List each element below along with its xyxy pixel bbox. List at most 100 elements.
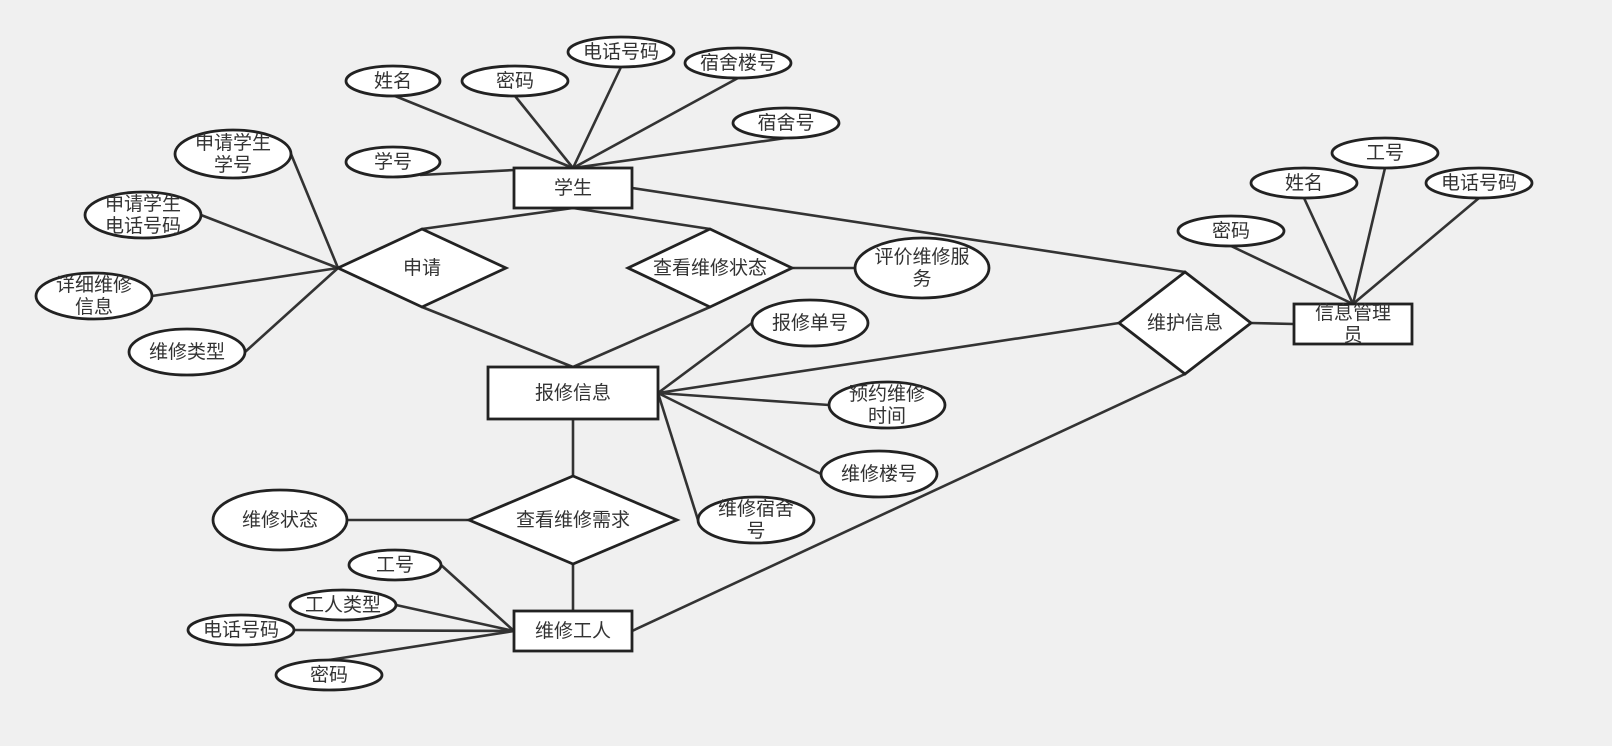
attribute-s-building[interactable]: 宿舍楼号	[683, 46, 793, 80]
connector-line	[572, 305, 711, 369]
relationship-diamond	[1116, 270, 1254, 376]
attribute-r-no[interactable]: 报修单号	[750, 298, 870, 348]
entity-worker[interactable]: 维修工人	[512, 609, 634, 653]
node-label: 查看维修需求	[516, 509, 630, 531]
node-label: 维修状态	[242, 509, 318, 531]
node-label: 评价维修服	[874, 246, 969, 268]
attribute-m-pwd[interactable]: 密码	[1176, 214, 1286, 248]
attribute-a-type[interactable]: 维修类型	[127, 327, 247, 377]
node-label: 学号	[374, 151, 412, 173]
attribute-s-name[interactable]: 姓名	[344, 64, 442, 98]
node-label: 电话号码	[203, 619, 279, 641]
attribute-r-status[interactable]: 维修状态	[211, 488, 349, 552]
attribute-w-pwd[interactable]: 密码	[274, 658, 384, 692]
attribute-w-id[interactable]: 工号	[347, 548, 443, 582]
connector-line	[657, 391, 822, 476]
attribute-ellipse	[683, 46, 793, 80]
connector-line	[1250, 321, 1295, 326]
connector-line	[657, 321, 753, 395]
connector-line	[571, 66, 623, 169]
node-label: 报修信息	[535, 382, 611, 404]
attribute-s-room[interactable]: 宿舍号	[731, 106, 841, 140]
connector-line	[1230, 244, 1354, 306]
node-label: 务	[912, 268, 931, 290]
attribute-s-id[interactable]: 学号	[344, 145, 442, 179]
node-label: 学号	[214, 154, 252, 176]
node-label: 宿舍号	[757, 112, 814, 134]
connector-line	[631, 186, 1186, 274]
attribute-ellipse	[211, 488, 349, 552]
attribute-ellipse	[34, 271, 154, 321]
node-label: 密码	[310, 664, 348, 686]
node-label: 工人类型	[305, 594, 381, 616]
node-label: 维护信息	[1147, 312, 1223, 334]
connector-line	[1302, 197, 1355, 305]
node-label: 姓名	[374, 70, 412, 92]
connector-line	[151, 266, 339, 298]
entity-box	[512, 166, 634, 210]
connector-line	[395, 603, 515, 633]
node-label: 信息管理	[1315, 302, 1391, 324]
relationship-view-status[interactable]: 查看维修状态	[624, 227, 796, 309]
node-label: 电话号码	[1441, 172, 1517, 194]
node-label: 查看维修状态	[653, 257, 767, 279]
entity-box	[512, 609, 634, 653]
connector-line	[421, 206, 574, 231]
connector-line	[631, 372, 1186, 633]
relationship-view-demand[interactable]: 查看维修需求	[465, 474, 681, 566]
entity-box	[1292, 302, 1414, 346]
connector-line	[419, 168, 515, 177]
node-label: 学生	[554, 177, 592, 199]
relationship-diamond	[624, 227, 796, 309]
attribute-ellipse	[347, 548, 443, 582]
node-label: 员	[1343, 324, 1362, 346]
node-label: 维修宿舍	[718, 498, 794, 520]
attribute-s-phone[interactable]: 电话号码	[566, 35, 676, 69]
entity-repair-info[interactable]: 报修信息	[486, 365, 660, 421]
attribute-s-pwd[interactable]: 密码	[460, 64, 570, 98]
attribute-ellipse	[1330, 136, 1440, 170]
node-label: 号	[746, 520, 765, 542]
node-label: 申请学生	[195, 132, 271, 154]
attribute-r-building[interactable]: 维修楼号	[819, 449, 939, 499]
connector-line	[572, 76, 739, 170]
connector-line	[1351, 167, 1387, 305]
connector-line	[244, 267, 339, 353]
relationship-diamond	[465, 474, 681, 566]
node-label: 详细维修	[56, 274, 132, 296]
connector-line	[572, 136, 787, 170]
attribute-ellipse	[274, 658, 384, 692]
connector-line	[657, 391, 830, 407]
connector-line	[657, 321, 1120, 395]
connector-line	[440, 564, 515, 632]
attribute-m-phone[interactable]: 电话号码	[1424, 166, 1534, 200]
connector-line	[656, 392, 700, 521]
relationship-apply[interactable]: 申请	[334, 227, 510, 309]
connector-line	[328, 629, 515, 662]
attribute-ellipse	[460, 64, 570, 98]
node-label: 报修单号	[772, 312, 848, 334]
attribute-m-id[interactable]: 工号	[1330, 136, 1440, 170]
attribute-m-name[interactable]: 姓名	[1249, 166, 1359, 200]
node-label: 维修楼号	[841, 463, 917, 485]
entity-box	[486, 365, 660, 421]
attribute-ellipse	[83, 190, 203, 240]
attribute-w-phone[interactable]: 电话号码	[186, 613, 296, 647]
attribute-ellipse	[344, 145, 442, 179]
attribute-ellipse	[173, 128, 293, 180]
attribute-ellipse	[827, 380, 947, 430]
attribute-ellipse	[127, 327, 247, 377]
relationship-maintain[interactable]: 维护信息	[1116, 270, 1254, 376]
node-label: 电话号码	[583, 41, 659, 63]
entity-student[interactable]: 学生	[512, 166, 634, 210]
attribute-w-type[interactable]: 工人类型	[288, 588, 398, 622]
node-label: 宿舍楼号	[700, 52, 776, 74]
